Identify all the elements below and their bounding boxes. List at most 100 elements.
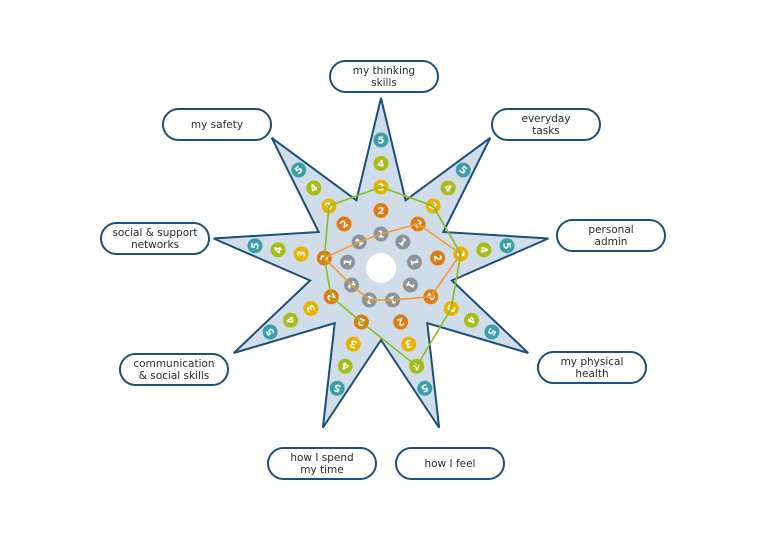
scale-circle bbox=[270, 242, 286, 258]
area-label-text: my safety bbox=[190, 118, 244, 131]
scale-circle bbox=[336, 216, 352, 232]
scale-circle bbox=[262, 324, 278, 340]
scale-number: 2 bbox=[326, 290, 339, 302]
area-label-text: how I spend my time bbox=[290, 451, 354, 476]
scale-number: 1 bbox=[378, 230, 385, 241]
scale-point-3[interactable]: 3 bbox=[301, 298, 321, 318]
scale-circle bbox=[345, 336, 361, 352]
scale-number: 4 bbox=[285, 314, 298, 326]
scale-number: 2 bbox=[378, 206, 385, 217]
scale-number: 4 bbox=[378, 159, 385, 170]
scale-circle bbox=[401, 336, 417, 352]
scale-circle bbox=[455, 162, 471, 178]
scale-number: 2 bbox=[431, 254, 443, 263]
scale-point-2[interactable]: 2 bbox=[373, 203, 389, 218]
scale-number: 1 bbox=[346, 279, 359, 291]
scale-point-3[interactable]: 3 bbox=[344, 335, 363, 354]
scale-number: 4 bbox=[464, 314, 477, 326]
scale-point-5[interactable]: 5 bbox=[288, 159, 309, 180]
scale-point-4[interactable]: 4 bbox=[475, 241, 492, 258]
scale-number: 1 bbox=[342, 258, 354, 267]
scale-point-4[interactable]: 4 bbox=[269, 241, 286, 258]
scale-point-4[interactable]: 4 bbox=[461, 310, 481, 330]
scale-point-5[interactable]: 5 bbox=[482, 322, 502, 342]
scale-point-5[interactable]: 5 bbox=[260, 322, 280, 342]
scale-point-5[interactable]: 5 bbox=[453, 159, 474, 180]
scale-point-2[interactable]: 2 bbox=[429, 249, 446, 266]
scale-number: 1 bbox=[403, 279, 416, 291]
area-label-text: communication & social skills bbox=[133, 357, 215, 382]
scale-point-4[interactable]: 4 bbox=[280, 310, 300, 330]
scale-point-5[interactable]: 5 bbox=[415, 379, 434, 398]
scale-point-3[interactable]: 3 bbox=[399, 335, 418, 354]
scale-number: 4 bbox=[340, 359, 350, 372]
scale-circle bbox=[484, 324, 500, 340]
scale-number: 4 bbox=[477, 246, 489, 255]
area-label-text: everyday tasks bbox=[521, 112, 571, 137]
area-label: everyday tasks bbox=[491, 108, 601, 141]
scale-circle bbox=[337, 358, 353, 374]
scale-number: 3 bbox=[348, 337, 358, 350]
area-label: how I spend my time bbox=[267, 447, 377, 480]
scale-circle bbox=[417, 380, 433, 396]
scale-circle bbox=[247, 238, 263, 254]
scale-number: 3 bbox=[305, 302, 318, 314]
scale-circle bbox=[395, 234, 411, 250]
scale-number: 1 bbox=[407, 258, 419, 267]
scale-number: 2 bbox=[395, 315, 405, 328]
scale-number: 5 bbox=[250, 242, 262, 251]
scale-number: 5 bbox=[419, 381, 429, 394]
scale-circle bbox=[340, 254, 356, 270]
scale-circle bbox=[430, 250, 446, 266]
scale-point-3[interactable]: 3 bbox=[293, 245, 310, 262]
scale-circle bbox=[440, 180, 456, 196]
scale-circle bbox=[291, 162, 307, 178]
scale-number: 5 bbox=[332, 381, 342, 394]
scale-number: 5 bbox=[264, 326, 277, 338]
scale-circle bbox=[373, 203, 389, 218]
scale-number: 1 bbox=[387, 293, 397, 306]
scale-circle bbox=[476, 242, 492, 258]
area-label-text: how I feel bbox=[424, 457, 476, 470]
scale-circle bbox=[283, 312, 299, 328]
scale-point-2[interactable]: 2 bbox=[391, 312, 410, 331]
scale-circle bbox=[303, 301, 319, 316]
area-label-text: my physical health bbox=[560, 355, 624, 380]
scale-point-1[interactable]: 1 bbox=[339, 253, 356, 270]
scale-point-4[interactable]: 4 bbox=[373, 156, 389, 171]
scale-point-2[interactable]: 2 bbox=[333, 213, 354, 234]
area-label-text: personal admin bbox=[588, 223, 634, 248]
scale-number: 3 bbox=[403, 337, 413, 350]
area-label: my physical health bbox=[537, 351, 647, 384]
scale-point-4[interactable]: 4 bbox=[438, 177, 459, 198]
scale-point-1[interactable]: 1 bbox=[406, 253, 423, 270]
scale-point-5[interactable]: 5 bbox=[373, 132, 389, 148]
scale-number: 3 bbox=[296, 250, 308, 259]
scale-circle bbox=[373, 156, 389, 171]
scale-point-5[interactable]: 5 bbox=[328, 379, 347, 398]
scale-point-1[interactable]: 1 bbox=[392, 231, 413, 252]
area-label: my safety bbox=[162, 108, 272, 141]
scale-point-5[interactable]: 5 bbox=[498, 237, 515, 254]
scale-number: 3 bbox=[444, 302, 457, 314]
scale-circle bbox=[329, 380, 345, 396]
scale-number: 2 bbox=[356, 315, 366, 328]
scale-circle bbox=[402, 277, 418, 293]
scale-number: 3 bbox=[378, 183, 385, 194]
series-line-2 bbox=[323, 186, 462, 368]
scale-number: 4 bbox=[273, 246, 285, 255]
scale-circle bbox=[306, 180, 322, 196]
scale-circle bbox=[463, 312, 479, 328]
scale-number: 5 bbox=[378, 136, 385, 147]
area-label: my thinking skills bbox=[329, 60, 439, 93]
scale-circle bbox=[499, 238, 515, 254]
scale-point-4[interactable]: 4 bbox=[336, 357, 355, 376]
scale-number: 5 bbox=[500, 242, 512, 251]
scale-point-1[interactable]: 1 bbox=[400, 275, 420, 295]
scale-circle bbox=[293, 246, 309, 262]
scale-point-5[interactable]: 5 bbox=[246, 237, 263, 254]
scale-point-4[interactable]: 4 bbox=[303, 177, 324, 198]
area-label: social & support networks bbox=[100, 222, 210, 255]
scale-number: 5 bbox=[484, 326, 497, 338]
area-label-text: social & support networks bbox=[112, 226, 198, 251]
